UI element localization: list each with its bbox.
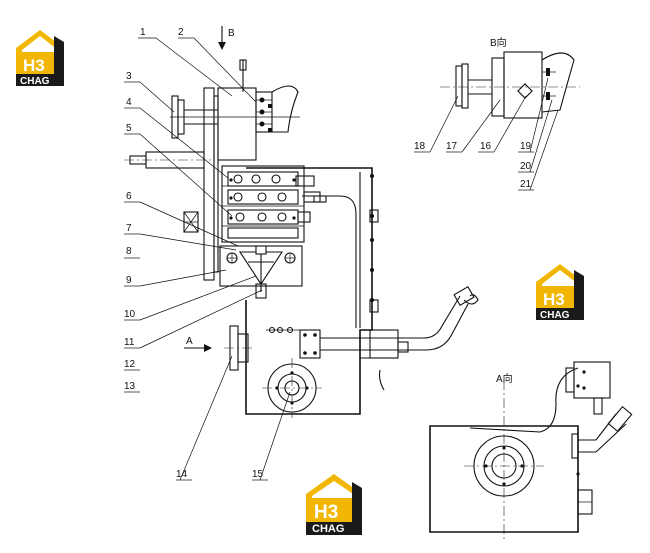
callout-7: 7 xyxy=(126,223,132,234)
valve-cluster xyxy=(221,165,327,243)
logo-word: CHAG xyxy=(312,523,344,535)
leader-lines xyxy=(124,37,291,481)
callout-4: 4 xyxy=(126,97,132,108)
labels: B A B向 A向 1 2 3 4 5 6 7 8 9 10 11 12 13 … xyxy=(124,27,532,480)
top-block xyxy=(217,87,257,161)
right-arm xyxy=(266,286,479,391)
callout-16: 16 xyxy=(480,141,492,152)
logo-letters: H3 xyxy=(23,56,45,75)
logo-letters: H3 xyxy=(314,502,338,523)
callout-15: 15 xyxy=(252,469,264,480)
logo-word: CHAG xyxy=(540,310,570,321)
view-a xyxy=(429,361,633,540)
arrow-b-label: B xyxy=(228,28,235,39)
callout-20: 20 xyxy=(520,161,532,172)
callout-2: 2 xyxy=(178,27,184,38)
view-b xyxy=(414,51,580,191)
callout-13: 13 xyxy=(124,381,136,392)
top-cutout xyxy=(271,85,299,133)
view-a-title: A向 xyxy=(496,372,513,385)
callout-10: 10 xyxy=(124,309,136,320)
callout-9: 9 xyxy=(126,275,132,286)
callout-3: 3 xyxy=(126,71,132,82)
callout-14: 14 xyxy=(176,469,188,480)
callout-18: 18 xyxy=(414,141,426,152)
callout-21: 21 xyxy=(520,179,532,190)
callout-1: 1 xyxy=(140,27,146,38)
callout-12: 12 xyxy=(124,359,136,370)
callout-11: 11 xyxy=(124,337,135,348)
callout-5: 5 xyxy=(126,123,132,134)
main-frame xyxy=(245,167,373,415)
logo-bottom: H3 CHAG xyxy=(306,474,362,535)
main-view xyxy=(124,26,479,418)
logo-letters: H3 xyxy=(543,290,565,309)
callout-8: 8 xyxy=(126,246,132,257)
view-b-title: B向 xyxy=(490,36,507,49)
callout-6: 6 xyxy=(126,191,132,202)
callout-19: 19 xyxy=(520,141,532,152)
arrow-a-label: A xyxy=(186,336,193,347)
logo-word: CHAG xyxy=(20,76,50,87)
logo-top-left: H3 CHAG xyxy=(16,30,64,87)
logo-right: H3 CHAG xyxy=(536,264,584,321)
callout-17: 17 xyxy=(446,141,458,152)
